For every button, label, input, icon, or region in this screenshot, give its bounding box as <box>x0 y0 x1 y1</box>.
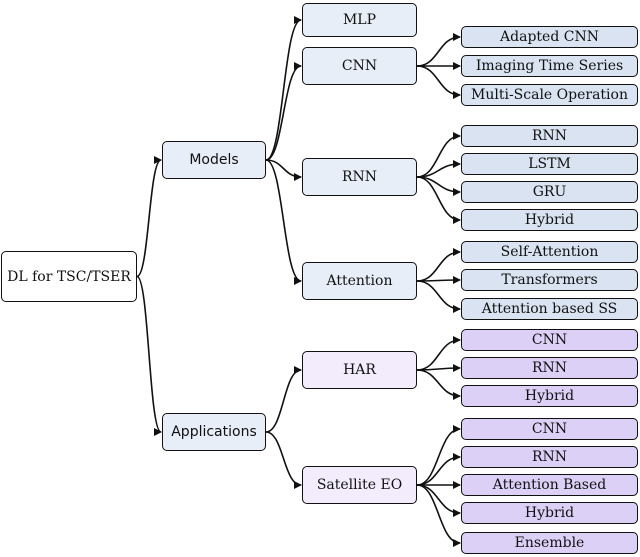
leaf-sat-attention-based: Attention Based <box>461 474 638 496</box>
leaf-adapted-cnn: Adapted CNN <box>461 26 638 48</box>
leaf-multi-scale-operation: Multi-Scale Operation <box>461 84 638 106</box>
edge-rnn-leaf-3 <box>416 176 461 224</box>
mlp-node: MLP <box>302 3 417 37</box>
edge-models-rnn <box>265 159 302 181</box>
edge-models-mlp <box>265 16 302 161</box>
edge-satellite-leaf-4 <box>416 484 461 547</box>
attention-node: Attention <box>302 262 417 300</box>
edge-cnn-leaf-0 <box>416 33 461 67</box>
leaf-sat-cnn: CNN <box>461 418 638 440</box>
edge-root-applications <box>136 275 162 436</box>
edge-attention-leaf-2 <box>416 280 461 313</box>
satellite-eo-node: Satellite EO <box>302 466 417 504</box>
edge-satellite-leaf-1 <box>416 453 461 486</box>
edge-satellite-leaf-0 <box>416 425 461 486</box>
leaf-sat-rnn: RNN <box>461 446 638 468</box>
leaf-har-cnn: CNN <box>461 329 638 351</box>
leaf-gru: GRU <box>461 181 638 203</box>
leaf-attention-based-ss: Attention based SS <box>461 298 638 320</box>
models-node: Models <box>162 141 266 179</box>
har-node: HAR <box>302 351 417 389</box>
leaf-transformers: Transformers <box>461 269 638 291</box>
leaf-sat-ensemble: Ensemble <box>461 532 638 554</box>
leaf-hybrid: Hybrid <box>461 209 638 231</box>
edge-attention-leaf-0 <box>416 248 461 282</box>
root-node: DL for TSC/TSER <box>1 251 137 302</box>
edge-satellite-leaf-3 <box>416 484 461 517</box>
leaf-har-hybrid: Hybrid <box>461 385 638 407</box>
edge-applications-har <box>265 366 302 433</box>
rnn-node: RNN <box>302 158 417 196</box>
edge-har-leaf-2 <box>416 369 461 400</box>
leaf-rnn: RNN <box>461 125 638 147</box>
leaf-self-attention: Self-Attention <box>461 241 638 263</box>
leaf-lstm: LSTM <box>461 153 638 175</box>
leaf-imaging-time-series: Imaging Time Series <box>461 55 638 77</box>
edge-models-attention <box>265 159 302 285</box>
edge-models-cnn <box>265 62 302 161</box>
edge-root-models <box>136 156 162 278</box>
applications-node: Applications <box>162 413 266 451</box>
edge-cnn-leaf-2 <box>416 65 461 99</box>
leaf-sat-hybrid: Hybrid <box>461 502 638 524</box>
leaf-har-rnn: RNN <box>461 357 638 379</box>
edge-har-leaf-0 <box>416 336 461 371</box>
cnn-node: CNN <box>302 47 417 85</box>
edge-applications-satellite <box>265 431 302 489</box>
